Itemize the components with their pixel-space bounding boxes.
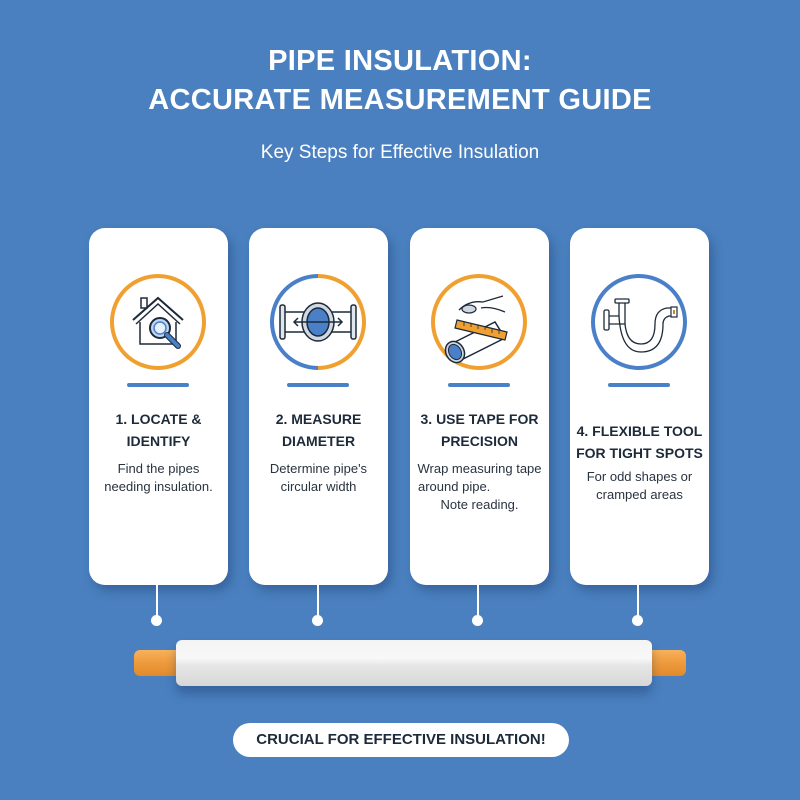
card-divider [448,383,510,387]
step-desc-line: circular width [280,479,357,494]
step-title-line: PRECISION [440,433,518,449]
step-title-line: DIAMETER [281,433,356,449]
step-card-4: 4. FLEXIBLE TOOL FOR TIGHT SPOTS For odd… [570,228,709,585]
step-desc-line: cramped areas [596,487,683,502]
step-description: Find the pipes needing insulation. [95,460,222,496]
copper-pipe-left-end [134,650,182,676]
step-desc-line: around pipe. [418,479,491,494]
footer-banner: CRUCIAL FOR EFFECTIVE INSULATION! [233,723,569,757]
connector-dot-1 [151,615,162,626]
connector-line-2 [317,585,319,618]
card-divider [287,383,349,387]
step-description: Determine pipe's circular width [255,460,382,496]
connector-line-3 [477,585,479,618]
step-title-line: FOR TIGHT SPOTS [576,445,703,461]
step-title: 1. LOCATE & IDENTIFY [93,408,224,452]
step-title-line: 3. USE TAPE FOR [420,411,539,427]
step-title-line: 1. LOCATE & [115,411,202,427]
insulated-pipe-illustration [176,640,652,686]
connector-line-1 [156,585,158,618]
step-desc-line: Determine pipe's [269,461,368,476]
title-line-2: ACCURATE MEASUREMENT GUIDE [148,84,652,116]
step-card-2: 2. MEASURE DIAMETER Determine pipe's cir… [249,228,388,585]
step-title: 4. FLEXIBLE TOOL FOR TIGHT SPOTS [574,420,705,464]
step-card-3: 3. USE TAPE FOR PRECISION Wrap measuring… [410,228,549,585]
p-trap-flexible-tape-icon [589,272,689,372]
measuring-tape-icon [429,272,529,372]
connector-line-4 [637,585,639,618]
step-card-1: 1. LOCATE & IDENTIFY Find the pipes need… [89,228,228,585]
step-title-line: 4. FLEXIBLE TOOL [576,423,703,439]
step-desc-line: needing insulation. [104,479,213,494]
title-line-1: PIPE INSULATION: [268,45,532,77]
step-description: Wrap measuring tape around pipe. Note re… [416,460,543,514]
card-divider [127,383,189,387]
step-desc-line: Note reading. [440,497,519,512]
step-title-line: 2. MEASURE [275,411,362,427]
connector-dot-3 [472,615,483,626]
subtitle: Key Steps for Effective Insulation [260,142,540,163]
house-magnifier-icon [108,272,208,372]
step-desc-line: Wrap measuring tape [417,461,542,476]
page-title: PIPE INSULATION: ACCURATE MEASUREMENT GU… [0,42,800,120]
step-description: For odd shapes or cramped areas [576,468,703,504]
pipe-diameter-icon [268,272,368,372]
card-divider [608,383,670,387]
step-title: 3. USE TAPE FOR PRECISION [414,408,545,452]
step-desc-line: For odd shapes or [586,469,693,484]
step-title-line: IDENTIFY [126,433,191,449]
step-desc-line: Find the pipes [117,461,200,476]
step-title: 2. MEASURE DIAMETER [253,408,384,452]
connector-dot-4 [632,615,643,626]
connector-dot-2 [312,615,323,626]
